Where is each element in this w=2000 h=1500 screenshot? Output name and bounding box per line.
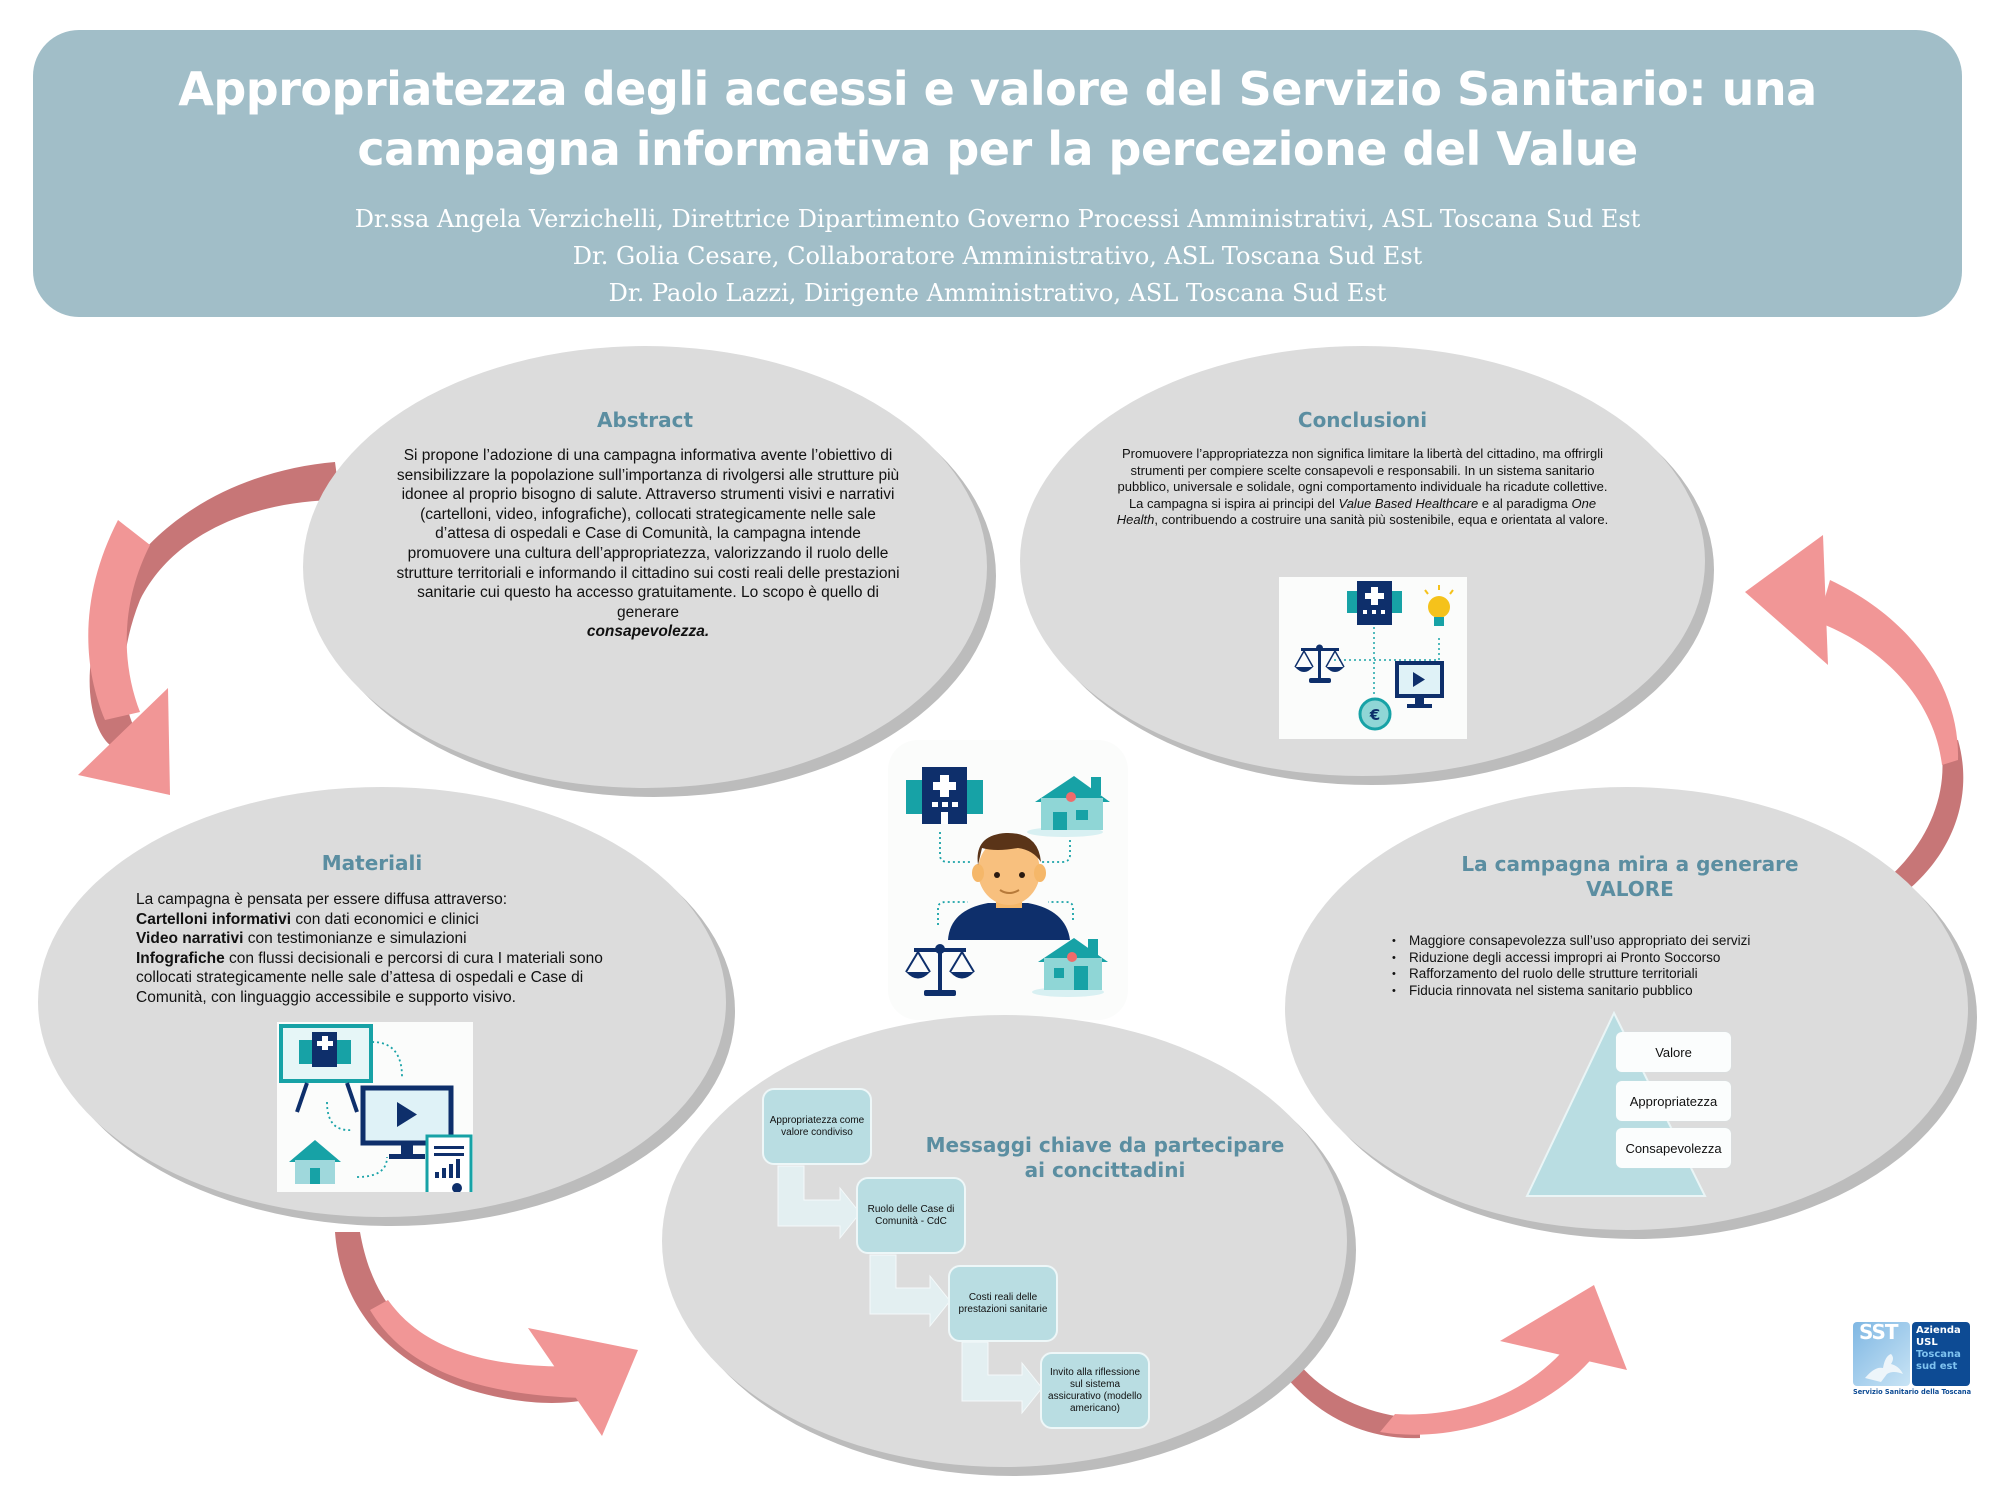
curved-arrow-up-right-icon xyxy=(1282,1285,1627,1439)
author-line: Dr.ssa Angela Verzichelli, Direttrice Di… xyxy=(354,205,1641,233)
list-item: Rafforzamento del ruolo delle strutture … xyxy=(1392,966,1750,983)
curved-arrow-up-left-icon xyxy=(1745,535,1964,898)
monitor-play-icon xyxy=(360,1085,454,1159)
flow-connector-arrows xyxy=(777,1165,1043,1415)
euro-coin-icon: € xyxy=(1358,697,1392,731)
curved-arrow-down-icon xyxy=(78,462,340,795)
section-title: Messaggi chiave da partecipare ai concit… xyxy=(925,1133,1285,1182)
section-title: Conclusioni xyxy=(1297,408,1428,432)
scales-icon xyxy=(1294,644,1345,683)
flow-step-4: Invito alla riflessione sul sistema assi… xyxy=(1040,1352,1150,1429)
center-illustration xyxy=(888,740,1128,1020)
logo-caption: Servizio Sanitario della Toscana xyxy=(1852,1388,1972,1396)
conclusioni-section: Conclusioni Promuovere l’appropriatezza … xyxy=(1020,346,1705,776)
materiali-text: La campagna è pensata per essere diffusa… xyxy=(136,890,606,1008)
abstract-section: Abstract Si propone l’adozione di una ca… xyxy=(303,346,987,788)
conclusioni-illustration: € xyxy=(1279,577,1467,739)
section-title: La campagna mira a generare VALORE xyxy=(1461,852,1799,901)
asl-logo: SST Azienda USL Toscana sud est Servizio… xyxy=(1850,1320,1980,1406)
valore-bullet-list: Maggiore consapevolezza sull’uso appropr… xyxy=(1385,933,1750,999)
scales-icon xyxy=(905,944,975,996)
hospital-icon xyxy=(906,767,983,824)
poster-title: Appropriatezza degli accessi e valore de… xyxy=(178,62,1817,176)
pyramid-level-base: Consapevolezza xyxy=(1616,1128,1731,1168)
hospital-icon xyxy=(1347,581,1402,625)
pyramid-level-middle: Appropriatezza xyxy=(1616,1081,1731,1121)
author-line: Dr. Golia Cesare, Collaboratore Amminist… xyxy=(572,242,1423,270)
author-list: Dr.ssa Angela Verzichelli, Direttrice Di… xyxy=(33,201,1962,312)
pyramid-level-top: Valore xyxy=(1616,1032,1731,1072)
report-chart-icon xyxy=(425,1134,473,1198)
emphasis-word: consapevolezza. xyxy=(586,623,710,641)
house-icon xyxy=(289,1140,341,1184)
pegasus-icon xyxy=(1865,1354,1903,1382)
materiali-item: Infografiche con flussi decisionali e pe… xyxy=(136,949,603,1006)
materiali-item: Cartelloni informativi con dati economic… xyxy=(136,910,479,928)
community-house-icon xyxy=(1027,776,1110,837)
person-avatar-icon xyxy=(948,832,1070,940)
abstract-text: Si propone l’adozione di una campagna in… xyxy=(396,447,900,641)
flow-step-1: Appropriatezza come valore condiviso xyxy=(762,1088,872,1165)
list-item: Fiducia rinnovata nel sistema sanitario … xyxy=(1392,983,1750,1000)
svg-text:€: € xyxy=(1369,706,1380,724)
community-house-icon xyxy=(1032,938,1108,997)
flow-step-2: Ruolo delle Case di Comunità - CdC xyxy=(856,1177,966,1254)
curved-arrow-right-icon xyxy=(335,1232,638,1436)
section-title: Materiali xyxy=(321,851,423,875)
flow-step-3: Costi reali delle prestazioni sanitarie xyxy=(948,1265,1058,1342)
sst-badge: SST xyxy=(1853,1320,1910,1386)
author-line: Dr. Paolo Lazzi, Dirigente Amministrativ… xyxy=(608,279,1387,307)
monitor-play-icon xyxy=(1395,661,1444,708)
poster-header: Appropriatezza degli accessi e valore de… xyxy=(33,30,1962,317)
conclusioni-text: Promuovere l’appropriatezza non signific… xyxy=(1116,446,1609,528)
list-item: Maggiore consapevolezza sull’uso appropr… xyxy=(1392,933,1750,950)
section-title: Abstract xyxy=(596,408,694,432)
billboard-hospital-icon xyxy=(279,1024,373,1113)
materiali-item: Video narrativi con testimonianze e simu… xyxy=(136,930,467,948)
materiali-section: Materiali La campagna è pensata per esse… xyxy=(38,787,726,1217)
list-item: Riduzione degli accessi impropri ai Pron… xyxy=(1392,950,1750,967)
lightbulb-icon xyxy=(1424,585,1454,626)
azienda-usl-badge: Azienda USL Toscana sud est xyxy=(1912,1322,1970,1386)
materiali-illustration xyxy=(277,1022,473,1198)
